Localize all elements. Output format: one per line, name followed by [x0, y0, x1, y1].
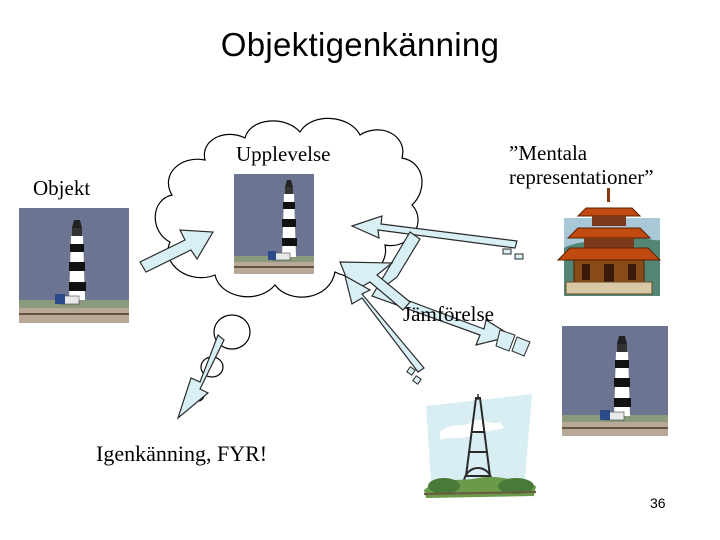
- arrow-eiffel-to-experience: [344, 274, 425, 385]
- label-mentala-representationer: ”Mentala representationer”: [509, 141, 654, 189]
- eiffel-tower-picture: [423, 394, 537, 498]
- lighthouse-picture-object: [19, 208, 129, 323]
- arrow-object-to-experience: [139, 229, 215, 273]
- arrow-representations-to-experience: [350, 215, 524, 260]
- pagoda-picture: [556, 188, 662, 296]
- label-objekt: Objekt: [33, 176, 91, 200]
- slide-title: Objektigenkänning: [220, 26, 500, 63]
- label-jamforelse: Jämförelse: [403, 302, 494, 326]
- arrow-to-recognition: [176, 334, 225, 420]
- label-upplevelse: Upplevelse: [236, 142, 331, 166]
- lighthouse-picture-experience: [234, 174, 314, 274]
- page-number: 36: [650, 495, 666, 511]
- label-igenkanning: Igenkänning, FYR!: [96, 441, 268, 466]
- lighthouse-picture-comparison: [562, 326, 668, 436]
